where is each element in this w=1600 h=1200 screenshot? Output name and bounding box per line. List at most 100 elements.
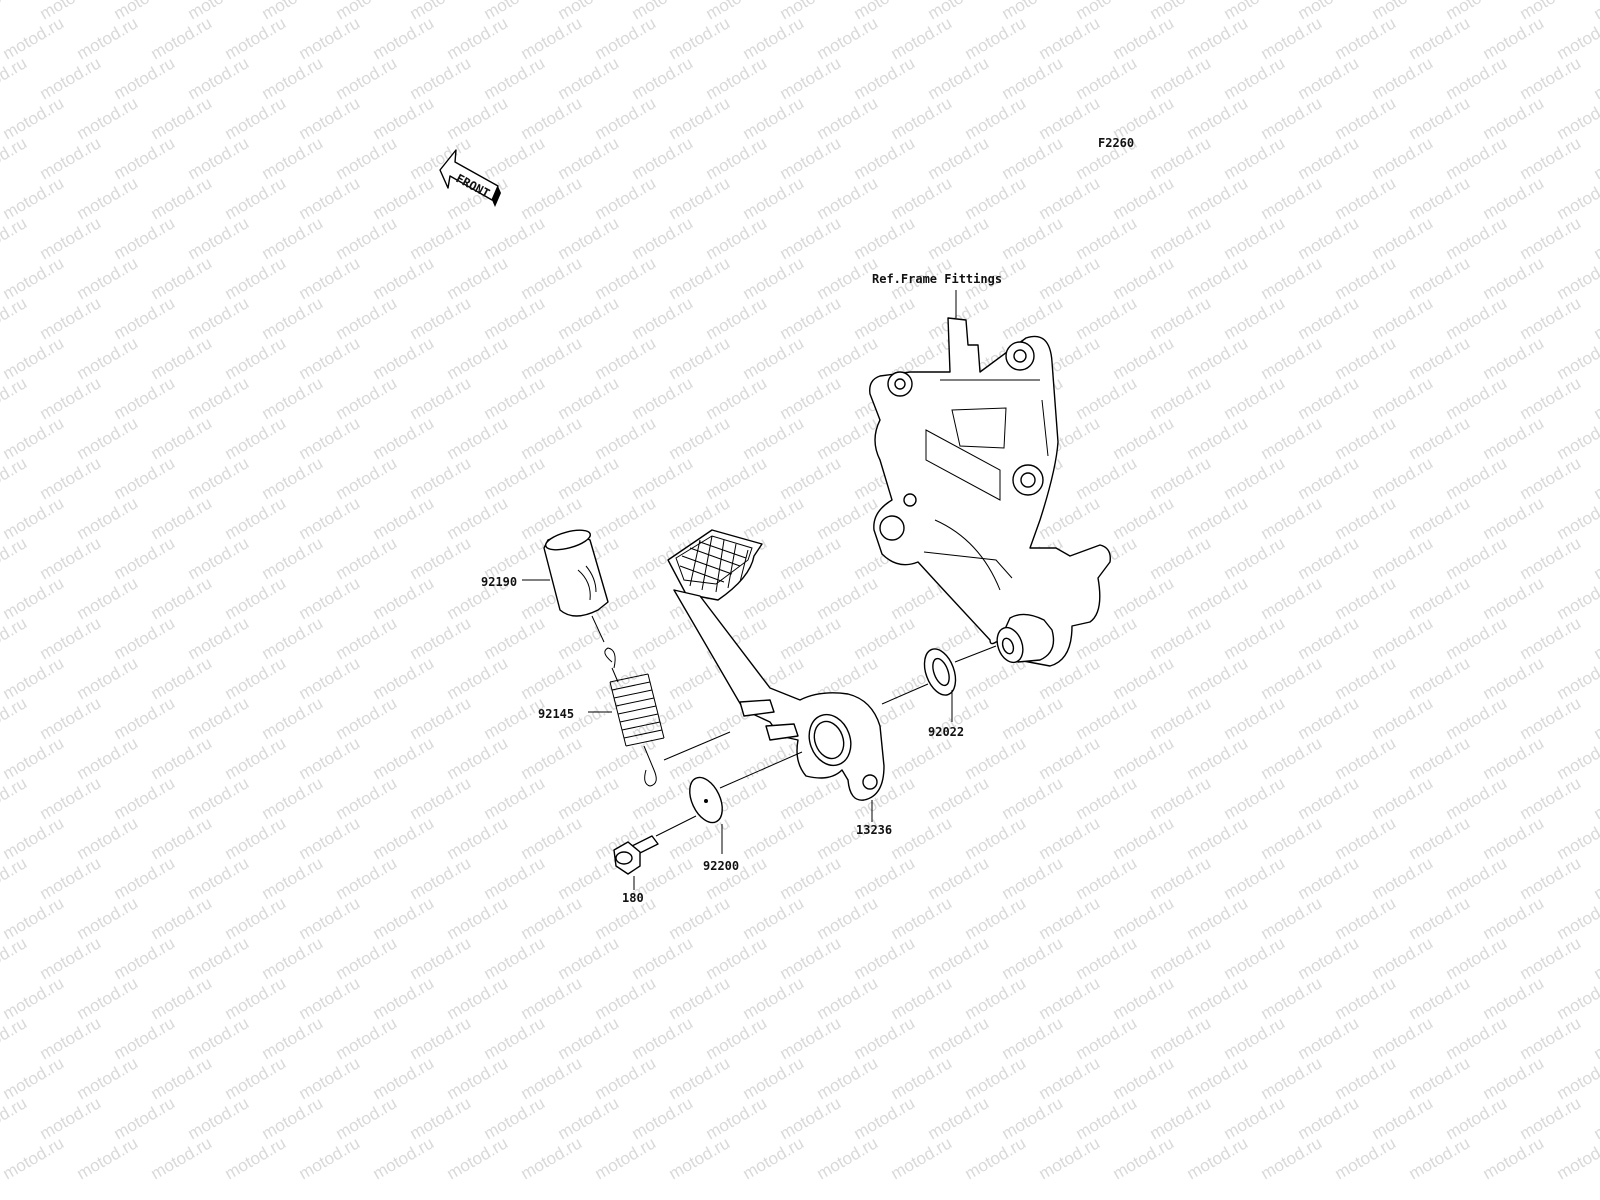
watermark-text: motod.ru	[481, 933, 549, 983]
watermark-text: motod.ru	[148, 573, 216, 623]
watermark-text: motod.ru	[777, 53, 845, 103]
watermark-text: motod.ru	[444, 733, 512, 783]
watermark-text: motod.ru	[703, 453, 771, 503]
watermark-text: motod.ru	[592, 493, 660, 543]
watermark-text: motod.ru	[1591, 213, 1600, 263]
watermark-text: motod.ru	[1480, 893, 1548, 943]
watermark-text: motod.ru	[1480, 813, 1548, 863]
watermark-text: motod.ru	[1443, 853, 1511, 903]
brake-pedal-13236	[667, 529, 885, 801]
watermark-text: motod.ru	[1480, 333, 1548, 383]
watermark-text: motod.ru	[0, 1053, 67, 1103]
watermark-text: motod.ru	[74, 13, 142, 63]
watermark-text: motod.ru	[370, 493, 438, 543]
watermark-text: motod.ru	[740, 1133, 808, 1183]
watermark-text: motod.ru	[1591, 613, 1600, 663]
watermark-text: motod.ru	[74, 573, 142, 623]
bushing-92190	[543, 529, 609, 617]
watermark-text: motod.ru	[0, 893, 67, 943]
watermark-text: motod.ru	[1295, 933, 1363, 983]
watermark-text: motod.ru	[740, 973, 808, 1023]
watermark-text: motod.ru	[222, 93, 290, 143]
watermark-text: motod.ru	[1295, 53, 1363, 103]
watermark-text: motod.ru	[1258, 813, 1326, 863]
watermark-text: motod.ru	[851, 213, 919, 263]
watermark-text: motod.ru	[1258, 93, 1326, 143]
watermark-text: motod.ru	[1184, 173, 1252, 223]
watermark-text: motod.ru	[296, 733, 364, 783]
watermark-text: motod.ru	[1332, 653, 1400, 703]
watermark-text: motod.ru	[111, 213, 179, 263]
watermark-text: motod.ru	[1369, 773, 1437, 823]
watermark-text: motod.ru	[592, 173, 660, 223]
watermark-text: motod.ru	[1480, 93, 1548, 143]
watermark-text: motod.ru	[1184, 1053, 1252, 1103]
watermark-text: motod.ru	[666, 333, 734, 383]
watermark-text: motod.ru	[0, 53, 30, 103]
watermark-text: motod.ru	[814, 973, 882, 1023]
watermark-text: motod.ru	[1517, 293, 1585, 343]
watermark-text: motod.ru	[407, 293, 475, 343]
watermark-text: motod.ru	[1184, 413, 1252, 463]
watermark-text: motod.ru	[1369, 133, 1437, 183]
watermark-text: motod.ru	[1295, 133, 1363, 183]
watermark-text: motod.ru	[1110, 173, 1178, 223]
watermark-text: motod.ru	[1295, 773, 1363, 823]
watermark-text: motod.ru	[1110, 973, 1178, 1023]
watermark-text: motod.ru	[814, 93, 882, 143]
watermark-text: motod.ru	[1406, 573, 1474, 623]
watermark-text: motod.ru	[333, 693, 401, 743]
watermark-text: motod.ru	[1184, 493, 1252, 543]
watermark-text: motod.ru	[1369, 533, 1437, 583]
watermark-text: motod.ru	[555, 453, 623, 503]
watermark-text: motod.ru	[296, 253, 364, 303]
watermark-text: motod.ru	[148, 653, 216, 703]
watermark-text: motod.ru	[37, 533, 105, 583]
watermark-text: motod.ru	[185, 213, 253, 263]
watermark-text: motod.ru	[814, 893, 882, 943]
watermark-text: motod.ru	[666, 253, 734, 303]
watermark-text: motod.ru	[592, 1133, 660, 1183]
watermark-text: motod.ru	[962, 973, 1030, 1023]
watermark-text: motod.ru	[1332, 93, 1400, 143]
watermark-text: motod.ru	[518, 973, 586, 1023]
watermark-text: motod.ru	[148, 13, 216, 63]
watermark-text: motod.ru	[444, 13, 512, 63]
watermark-text: motod.ru	[925, 773, 993, 823]
watermark-text: motod.ru	[0, 173, 67, 223]
watermark-text: motod.ru	[74, 93, 142, 143]
watermark-text: motod.ru	[1591, 773, 1600, 823]
watermark-text: motod.ru	[1184, 93, 1252, 143]
watermark-text: motod.ru	[1110, 493, 1178, 543]
watermark-text: motod.ru	[777, 533, 845, 583]
watermark-text: motod.ru	[1480, 1133, 1548, 1183]
watermark-text: motod.ru	[0, 653, 67, 703]
watermark-text: motod.ru	[0, 493, 67, 543]
watermark-text: motod.ru	[1443, 693, 1511, 743]
watermark-text: motod.ru	[1480, 173, 1548, 223]
watermark-text: motod.ru	[777, 213, 845, 263]
watermark-text: motod.ru	[1554, 733, 1600, 783]
watermark-text: motod.ru	[1517, 213, 1585, 263]
watermark-text: motod.ru	[518, 1053, 586, 1103]
watermark-text: motod.ru	[703, 1013, 771, 1063]
watermark-text: motod.ru	[370, 573, 438, 623]
watermark-text: motod.ru	[1147, 613, 1215, 663]
watermark-text: motod.ru	[518, 93, 586, 143]
watermark-text: motod.ru	[925, 933, 993, 983]
watermark-text: motod.ru	[851, 1093, 919, 1143]
part-label-92190: 92190	[481, 575, 517, 589]
watermark-text: motod.ru	[814, 813, 882, 863]
watermark-text: motod.ru	[1258, 493, 1326, 543]
watermark-text: motod.ru	[1332, 573, 1400, 623]
watermark-text: motod.ru	[703, 293, 771, 343]
watermark-text: motod.ru	[1258, 973, 1326, 1023]
watermark-text: motod.ru	[0, 213, 30, 263]
spring-alignment-line	[663, 731, 731, 761]
watermark-text: motod.ru	[407, 773, 475, 823]
watermark-text: motod.ru	[1295, 1013, 1363, 1063]
watermark-text: motod.ru	[1295, 613, 1363, 663]
watermark-text: motod.ru	[148, 253, 216, 303]
